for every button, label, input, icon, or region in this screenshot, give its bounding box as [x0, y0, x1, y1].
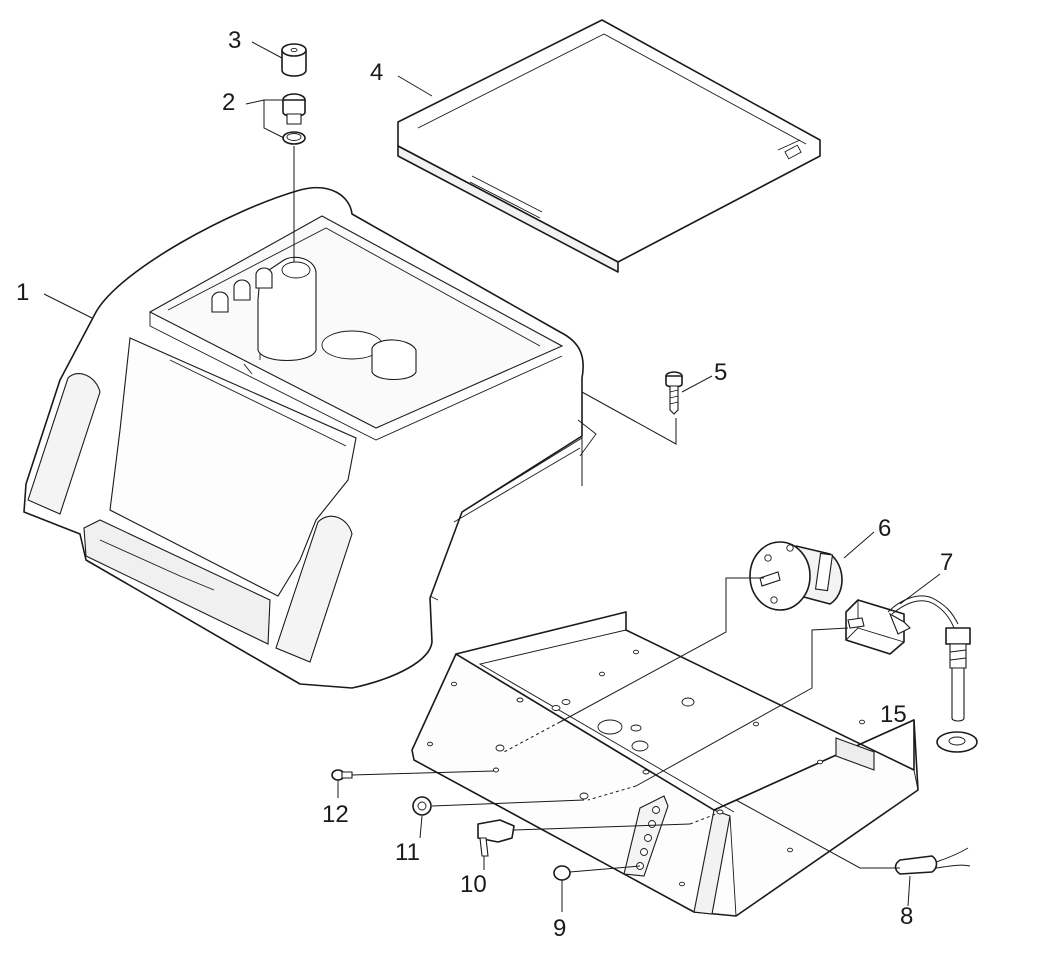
callout-4: 4: [370, 59, 383, 86]
callout-5: 5: [714, 359, 727, 386]
callout-11: 11: [395, 839, 420, 866]
part-12-screw[interactable]: [331, 769, 353, 781]
part-5-screw[interactable]: [665, 371, 683, 415]
base-plate[interactable]: [411, 611, 919, 917]
callout-8: 8: [900, 903, 913, 930]
callout-15: 15: [880, 701, 907, 728]
part-3-cap[interactable]: [281, 43, 307, 77]
callout-10: 10: [460, 871, 487, 898]
part-10-lamp[interactable]: [477, 819, 515, 857]
part-1-housing[interactable]: [23, 186, 597, 689]
part-6-rotary-switch[interactable]: [749, 541, 843, 611]
part-7-thermostat[interactable]: [845, 595, 971, 722]
callout-7: 7: [940, 549, 953, 576]
part-4-lid[interactable]: [397, 19, 821, 273]
callout-12: 12: [322, 801, 349, 828]
part-11-grommet[interactable]: [412, 796, 432, 816]
callout-9: 9: [553, 915, 566, 942]
callout-3: 3: [228, 27, 241, 54]
part-8-cable-sleeve[interactable]: [894, 847, 971, 875]
part-2-button[interactable]: [282, 93, 306, 145]
callout-2: 2: [222, 89, 235, 116]
callout-6: 6: [878, 515, 891, 542]
callout-1: 1: [16, 279, 29, 306]
assembly-lines: [293, 146, 900, 873]
callout-pointers: [43, 41, 941, 912]
callout-labels: 1 2 3 4 5 6 7 8 9 10 11 12 15: [16, 27, 953, 942]
part-15-washer[interactable]: [936, 731, 978, 753]
part-9-plug[interactable]: [553, 865, 571, 881]
